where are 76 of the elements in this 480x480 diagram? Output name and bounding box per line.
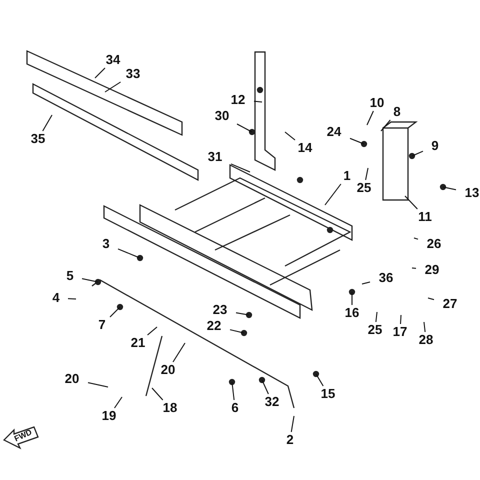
callout-number: 34 xyxy=(106,53,120,67)
leader-line xyxy=(428,298,434,300)
leader-line xyxy=(414,238,418,240)
callout-number: 33 xyxy=(126,67,140,81)
leader-line xyxy=(366,110,374,126)
callout-number: 6 xyxy=(231,401,239,415)
leader-line xyxy=(316,374,324,386)
leader-line xyxy=(262,380,269,394)
leader-line xyxy=(400,314,402,324)
callout-number: 7 xyxy=(98,318,106,332)
leader-line xyxy=(324,184,342,206)
leader-line xyxy=(362,282,370,284)
callout-number: 8 xyxy=(393,105,401,119)
callout-number: 1 xyxy=(343,169,351,183)
callout-number: 31 xyxy=(208,150,222,164)
leader-line xyxy=(42,114,52,132)
callout-number: 25 xyxy=(356,181,372,195)
callout-number: 32 xyxy=(264,395,280,409)
leader-line xyxy=(110,306,120,318)
leader-line xyxy=(236,124,252,132)
callout-number: 23 xyxy=(212,303,228,317)
callout-number: 27 xyxy=(442,297,458,311)
callout-number: 18 xyxy=(162,401,178,415)
callout-number: 14 xyxy=(298,141,312,155)
callout-number: 3 xyxy=(102,237,110,251)
callout-number: 35 xyxy=(30,132,46,146)
callout-number: 15 xyxy=(320,387,336,401)
callout-number: 24 xyxy=(326,125,342,139)
leader-line xyxy=(172,342,186,362)
callout-number: 20 xyxy=(160,363,176,377)
leader-line xyxy=(68,298,76,300)
leader-line xyxy=(88,382,108,388)
callout-number: 25 xyxy=(368,323,382,337)
callout-number: 12 xyxy=(230,93,246,107)
leader-line xyxy=(254,100,262,102)
callout-number: 16 xyxy=(344,306,360,320)
leader-line xyxy=(404,196,418,210)
callout-number: 10 xyxy=(370,96,384,110)
leader-line xyxy=(232,382,235,400)
leader-line xyxy=(230,329,244,334)
leader-line xyxy=(290,416,294,432)
callout-number: 19 xyxy=(102,409,116,423)
callout-number: 17 xyxy=(392,325,408,339)
callout-number: 13 xyxy=(464,186,480,200)
leader-line xyxy=(104,82,122,92)
leader-line xyxy=(375,312,378,322)
callout-number: 29 xyxy=(424,263,440,277)
leader-line xyxy=(380,120,391,132)
callout-number: 5 xyxy=(66,269,74,283)
callout-number: 30 xyxy=(214,109,230,123)
leader-line xyxy=(442,186,456,190)
callout-number: 20 xyxy=(64,372,80,386)
callout-number: 36 xyxy=(378,271,394,285)
leader-line xyxy=(284,132,296,140)
callout-number: 22 xyxy=(206,319,222,333)
callout-number: 11 xyxy=(418,210,432,224)
leader-line xyxy=(412,268,416,269)
leader-line xyxy=(230,163,250,172)
leader-line xyxy=(365,168,368,180)
callout-number: 4 xyxy=(52,291,60,305)
callout-number: 21 xyxy=(130,336,146,350)
leader-line xyxy=(94,68,106,78)
leader-line xyxy=(412,150,424,156)
callout-number: 9 xyxy=(431,139,439,153)
leader-line xyxy=(82,278,98,282)
leader-line xyxy=(152,388,164,400)
leader-line xyxy=(114,396,122,408)
callout-number: 26 xyxy=(426,237,442,251)
leader-line xyxy=(147,326,158,336)
leader-line xyxy=(118,248,140,258)
leader-line xyxy=(350,138,364,144)
callout-number: 2 xyxy=(286,433,294,447)
leader-line xyxy=(424,322,426,332)
direction-label: FWD xyxy=(12,428,34,444)
callout-number: 28 xyxy=(418,333,434,347)
leader-line xyxy=(236,312,250,316)
